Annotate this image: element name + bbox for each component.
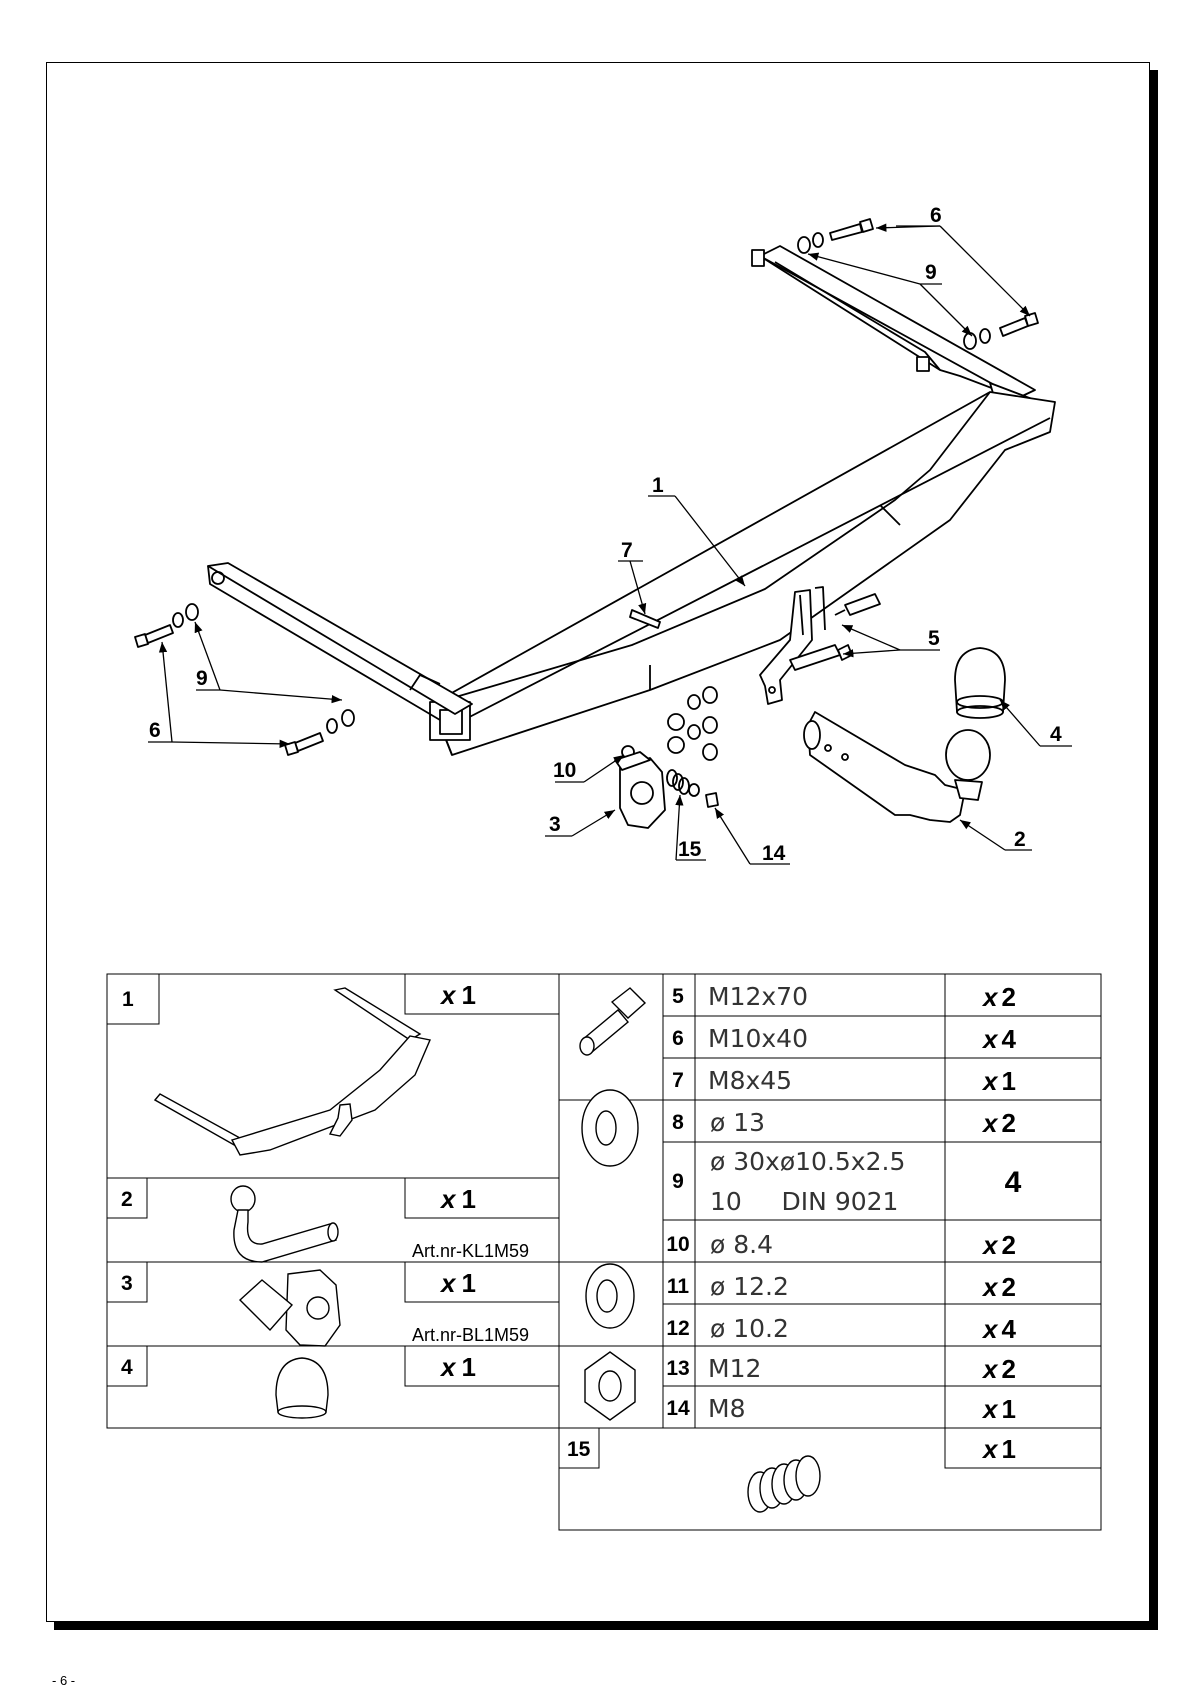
part-6-number: 6 (672, 1027, 684, 1050)
nut-thumb-icon (584, 1351, 636, 1421)
part-13-number: 13 (666, 1357, 689, 1380)
part-7-number: 7 (672, 1069, 684, 1092)
exploded-view (134, 218, 1056, 829)
spring-washer-thumb-icon (585, 1263, 635, 1329)
cap-thumb-icon (275, 1357, 329, 1419)
part-6-spec: M10x40 (708, 1024, 808, 1053)
part-14-spec: M8 (708, 1394, 745, 1423)
bolt-m8 (629, 609, 661, 629)
part-15-number: 15 (567, 1438, 591, 1461)
callout-9-top: 9 (925, 261, 937, 284)
table-thumbnails (153, 987, 821, 1513)
spring-thumb-icon (747, 1455, 821, 1513)
spring (666, 769, 690, 795)
part-7-spec: M8x45 (708, 1066, 792, 1095)
callout-3: 3 (549, 813, 561, 836)
part-9-number: 9 (672, 1170, 684, 1193)
part-13-spec: M12 (708, 1354, 761, 1383)
page-number: - 6 - (52, 1673, 76, 1688)
callout-15: 15 (678, 838, 702, 861)
washer-thumb-icon (581, 1089, 639, 1167)
part-14-number: 14 (666, 1397, 690, 1420)
part-10-number: 10 (666, 1233, 689, 1256)
bolts-washers-left (134, 603, 355, 756)
callout-labels: 6 9 1 7 5 4 2 9 6 10 3 15 14 (149, 204, 1062, 865)
callout-4: 4 (1050, 723, 1062, 746)
callout-9-left: 9 (196, 667, 208, 690)
callout-5: 5 (928, 627, 940, 650)
callout-1: 1 (652, 474, 664, 497)
callout-14: 14 (762, 842, 786, 865)
part-2-number: 2 (121, 1188, 133, 1211)
callout-2: 2 (1014, 828, 1026, 851)
part-11-spec: ø 12.2 (710, 1272, 789, 1301)
part-12-spec: ø 10.2 (710, 1314, 789, 1343)
callout-7: 7 (621, 539, 633, 562)
part-2-art-number: Art.nr-KL1M59 (412, 1241, 529, 1261)
part-9-spec: ø 30xø10.5x2.5 (710, 1147, 905, 1176)
part-4-number: 4 (121, 1356, 133, 1379)
part-11-number: 11 (667, 1275, 690, 1298)
part-10-spec: ø 8.4 (710, 1230, 773, 1259)
part-12-number: 12 (666, 1317, 689, 1340)
part-3-number: 3 (121, 1272, 133, 1295)
crossbar-drawing (207, 245, 1056, 756)
bolts-washers-top (797, 218, 1039, 350)
crossbar-thumb-icon (153, 987, 431, 1156)
tow-ball (803, 711, 991, 823)
callout-10: 10 (553, 759, 576, 782)
bolt-thumb-icon (579, 987, 647, 1056)
part-8-spec: ø 13 (710, 1108, 765, 1137)
part-1-number: 1 (122, 988, 134, 1011)
ball-cap (954, 647, 1006, 719)
socket-plate-thumb-icon (238, 1269, 341, 1347)
part-9-spec-din: 10 DIN 9021 (710, 1187, 898, 1216)
part-3-art-number: Art.nr-BL1M59 (412, 1325, 529, 1345)
socket-plate (614, 751, 666, 829)
callout-6-left: 6 (149, 719, 161, 742)
part-5-spec: M12x70 (708, 982, 808, 1011)
parts-table (106, 973, 1102, 1531)
leader-lines (148, 223, 1072, 865)
part-5-number: 5 (672, 985, 684, 1008)
part-9-qty: 4 (1005, 1166, 1022, 1199)
towball-thumb-icon (230, 1185, 339, 1263)
part-8-number: 8 (672, 1111, 684, 1134)
callout-6-top: 6 (930, 204, 942, 227)
